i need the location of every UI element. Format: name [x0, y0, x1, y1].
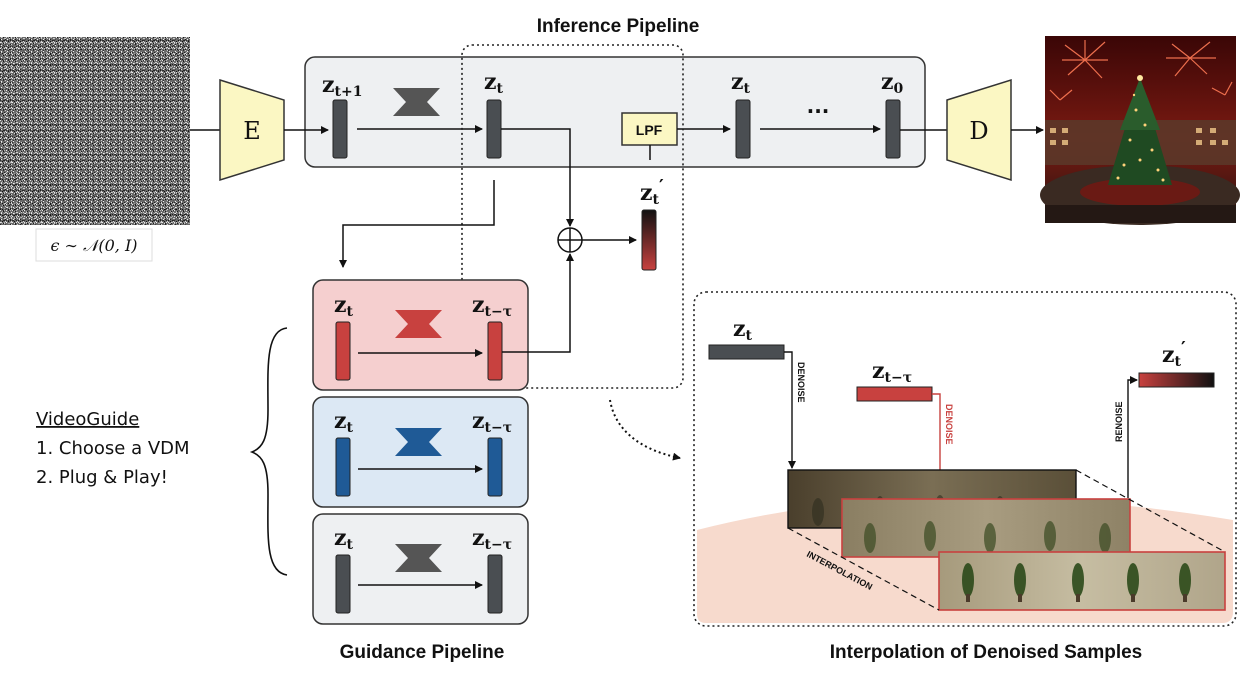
interp-latent-zprime — [1138, 372, 1215, 388]
red-zt-label: zt — [334, 292, 354, 320]
interp-dashed-line-left — [787, 527, 940, 611]
interp-latent-zt — [708, 344, 785, 360]
latent-z0-label: z0 — [881, 69, 904, 97]
unet-icon-inference — [393, 88, 440, 116]
zt-to-guidance-arrow — [339, 180, 495, 268]
red-ztau-label: zt−τ — [472, 292, 512, 320]
red-latent-zt — [335, 321, 351, 381]
latent-zt1 — [332, 99, 348, 159]
interp-renoise-label: RENOISE — [1114, 401, 1124, 442]
interp-zprime-label: zt′ — [1162, 338, 1186, 370]
latent-zprime-label-1: zt′ — [640, 176, 664, 208]
latent-zprime-1 — [641, 209, 657, 271]
gray-latent-zt — [335, 554, 351, 614]
inference-pipeline-title: Inference Pipeline — [537, 16, 700, 37]
interp-ztau-label: zt−τ — [872, 358, 912, 386]
blue-zt-label: zt — [334, 408, 354, 436]
highlight-dotted-box — [461, 44, 684, 389]
output-image — [1040, 36, 1240, 225]
interp-denoise-label-1: DENOISE — [796, 362, 806, 403]
unet-icon-gray — [395, 544, 442, 572]
noise-label-frame — [35, 228, 153, 262]
guidance-pipeline-title: Guidance Pipeline — [340, 642, 505, 663]
ztau-to-sum-arrow — [502, 253, 574, 353]
noise-label: ϵ ∼ 𝒩(0, I) — [50, 236, 137, 255]
latent-zt-1 — [486, 99, 502, 159]
interpolation-title: Interpolation of Denoised Samples — [830, 642, 1143, 663]
zoom-curved-arrow — [609, 399, 681, 461]
interp-denoise-label-2: DENOISE — [944, 404, 954, 445]
interp-latent-ztau — [856, 386, 933, 402]
encoder-block — [219, 78, 285, 182]
interp-renoise-arrow — [1127, 376, 1138, 498]
red-latent-ztau — [487, 321, 503, 381]
frame-strip-2 — [841, 498, 1131, 558]
latent-zt-label-1: zt — [484, 69, 504, 97]
inference-pipeline-box — [304, 56, 926, 168]
gray-latent-ztau — [487, 554, 503, 614]
latent-zt-label-2: zt — [731, 69, 751, 97]
blue-latent-ztau — [487, 437, 503, 497]
unet-icon-blue — [395, 428, 442, 456]
zt-to-sum-arrow — [501, 128, 574, 227]
ellipsis: ··· — [807, 99, 830, 123]
interp-zt-label: zt — [733, 316, 753, 344]
decoder-label: D — [969, 117, 988, 145]
videoguide-step-2: 2. Plug & Play! — [36, 467, 168, 488]
interp-denoise-arrow-2 — [932, 393, 944, 499]
gray-ztau-label: zt−τ — [472, 525, 512, 553]
encoder-label: E — [243, 117, 261, 145]
noise-image-grain — [0, 37, 190, 225]
interp-dashed-line-right — [1075, 469, 1226, 553]
latent-zt1-label: zt+1 — [322, 72, 362, 100]
gray-zt-label: zt — [334, 525, 354, 553]
interp-denoise-arrow-1 — [784, 351, 796, 469]
decoder-block — [946, 78, 1012, 182]
blue-ztau-label: zt−τ — [472, 408, 512, 436]
lpf-label: LPF — [636, 122, 663, 138]
blue-latent-zt — [335, 437, 351, 497]
curly-brace — [249, 327, 288, 576]
videoguide-title: VideoGuide — [36, 409, 139, 430]
unet-icon-red — [395, 310, 442, 338]
latent-z0 — [885, 99, 901, 159]
videoguide-step-1: 1. Choose a VDM — [36, 438, 190, 459]
latent-zt-2 — [735, 99, 751, 159]
frame-strip-3 — [938, 551, 1226, 611]
